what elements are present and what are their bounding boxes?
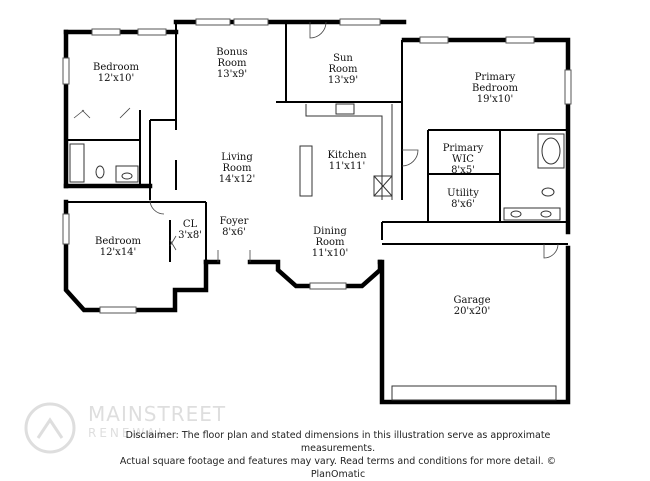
- primary-bedroom-name-1: Primary: [475, 72, 516, 83]
- dining-room-name-1: Dining: [313, 226, 347, 237]
- room-labels: Bedroom 12'x10' Bonus Room 13'x9' Sun Ro…: [93, 47, 518, 317]
- kitchen-island: [299, 145, 313, 197]
- garage-name: Garage: [453, 295, 490, 306]
- sun-room-size: 13'x9': [328, 75, 358, 86]
- garage-door: [391, 385, 557, 401]
- disclaimer-line-1: Disclaimer: The floor plan and stated di…: [125, 430, 551, 454]
- watermark-sub: RENEWAL: [88, 426, 168, 440]
- range: [373, 175, 393, 197]
- sun-room-name-1: Sun: [333, 53, 353, 64]
- primary-wic-size: 8'x5': [451, 165, 475, 176]
- vanity: [115, 165, 139, 183]
- dining-room-size: 11'x10': [312, 248, 349, 259]
- bathtub: [69, 143, 85, 183]
- primary-bedroom-name-2: Bedroom: [472, 83, 518, 94]
- primary-wic-name-2: WIC: [452, 154, 474, 165]
- bedroom2-name: Bedroom: [95, 236, 141, 247]
- bonus-room-name-2: Room: [217, 58, 247, 69]
- closet-name: CL: [183, 219, 198, 230]
- living-room-size: 14'x12': [219, 174, 256, 185]
- kitchen-size: 11'x11': [329, 161, 366, 172]
- foyer-name: Foyer: [220, 216, 249, 227]
- interior-walls: [66, 22, 568, 262]
- primary-toilet: [541, 187, 555, 197]
- bedroom1-size: 12'x10': [98, 73, 135, 84]
- garage-size: 20'x20': [454, 306, 491, 317]
- kitchen-name: Kitchen: [327, 150, 367, 161]
- disclaimer-line-2: Actual square footage and features may v…: [119, 456, 557, 480]
- watermark-brand: MAINSTREET: [88, 402, 227, 426]
- bonus-room-size: 13'x9': [217, 69, 247, 80]
- disclaimer: Disclaimer: The floor plan and stated di…: [98, 429, 578, 481]
- doors: [73, 21, 559, 262]
- primary-bathtub: [537, 133, 565, 169]
- primary-bedroom-size: 19'x10': [477, 94, 514, 105]
- watermark-logo: MAINSTREET RENEWAL: [22, 398, 262, 458]
- closet-size: 3'x8': [178, 230, 202, 241]
- fixtures: [69, 103, 565, 401]
- bonus-room-name-1: Bonus: [216, 47, 247, 58]
- living-room-name-1: Living: [221, 152, 253, 163]
- toilet: [95, 165, 105, 179]
- utility-name: Utility: [447, 188, 479, 199]
- windows: [62, 18, 572, 314]
- dining-room-name-2: Room: [315, 237, 345, 248]
- watermark-emblem-icon: [24, 402, 76, 454]
- living-room-name-2: Room: [222, 163, 252, 174]
- utility-size: 8'x6': [451, 199, 475, 210]
- primary-wic-name-1: Primary: [443, 143, 484, 154]
- bedroom1-name: Bedroom: [93, 62, 139, 73]
- sun-room-name-2: Room: [328, 64, 358, 75]
- kitchen-sink: [335, 103, 355, 115]
- primary-vanity: [503, 207, 561, 221]
- foyer-size: 8'x6': [222, 227, 246, 238]
- bedroom2-size: 12'x14': [100, 247, 137, 258]
